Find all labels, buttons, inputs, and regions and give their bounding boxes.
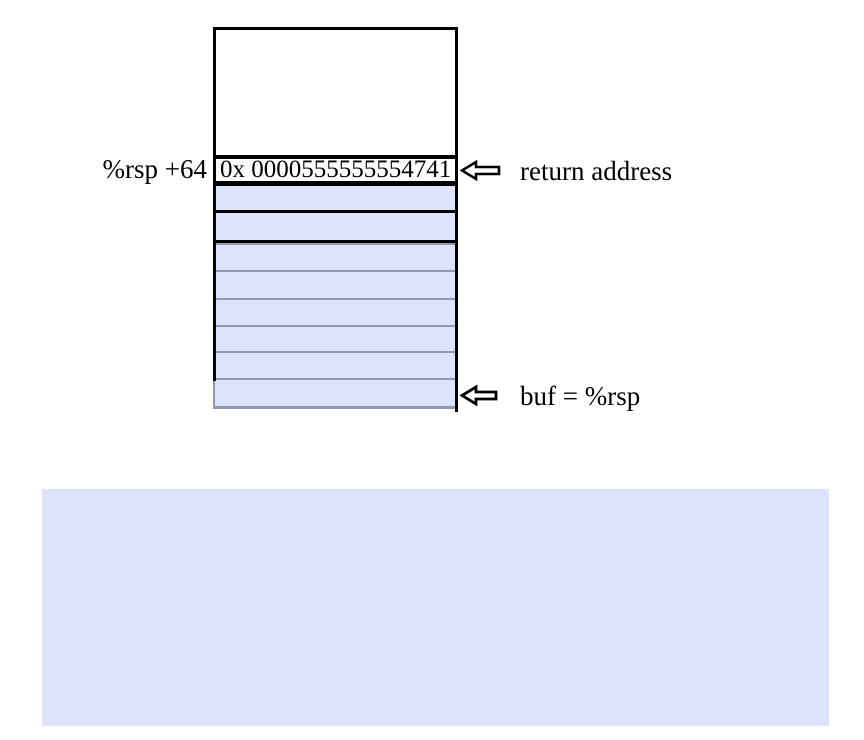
return-address-value: 0x 0000555555554741	[220, 156, 452, 183]
left-block-arrow-icon	[460, 159, 501, 182]
buffer-row	[213, 325, 458, 353]
buffer-row	[213, 210, 458, 243]
rsp-offset-label: %rsp +64	[102, 154, 207, 184]
buf-rsp-label: buf = %rsp	[520, 381, 641, 411]
return-address-row: 0x 0000555555554741	[213, 157, 458, 183]
bottom-panel	[42, 489, 829, 726]
stack-frame-box	[213, 27, 458, 158]
buffer-row	[213, 243, 458, 272]
buffer-row	[213, 378, 458, 409]
buffer-row	[213, 298, 458, 327]
left-block-arrow-icon	[460, 384, 498, 407]
buffer-row	[213, 351, 458, 380]
stack-right-border	[455, 27, 458, 412]
buffer-row	[213, 183, 458, 213]
buffer-row	[213, 270, 458, 300]
return-address-label: return address	[520, 156, 673, 186]
stack-left-border	[213, 27, 216, 381]
